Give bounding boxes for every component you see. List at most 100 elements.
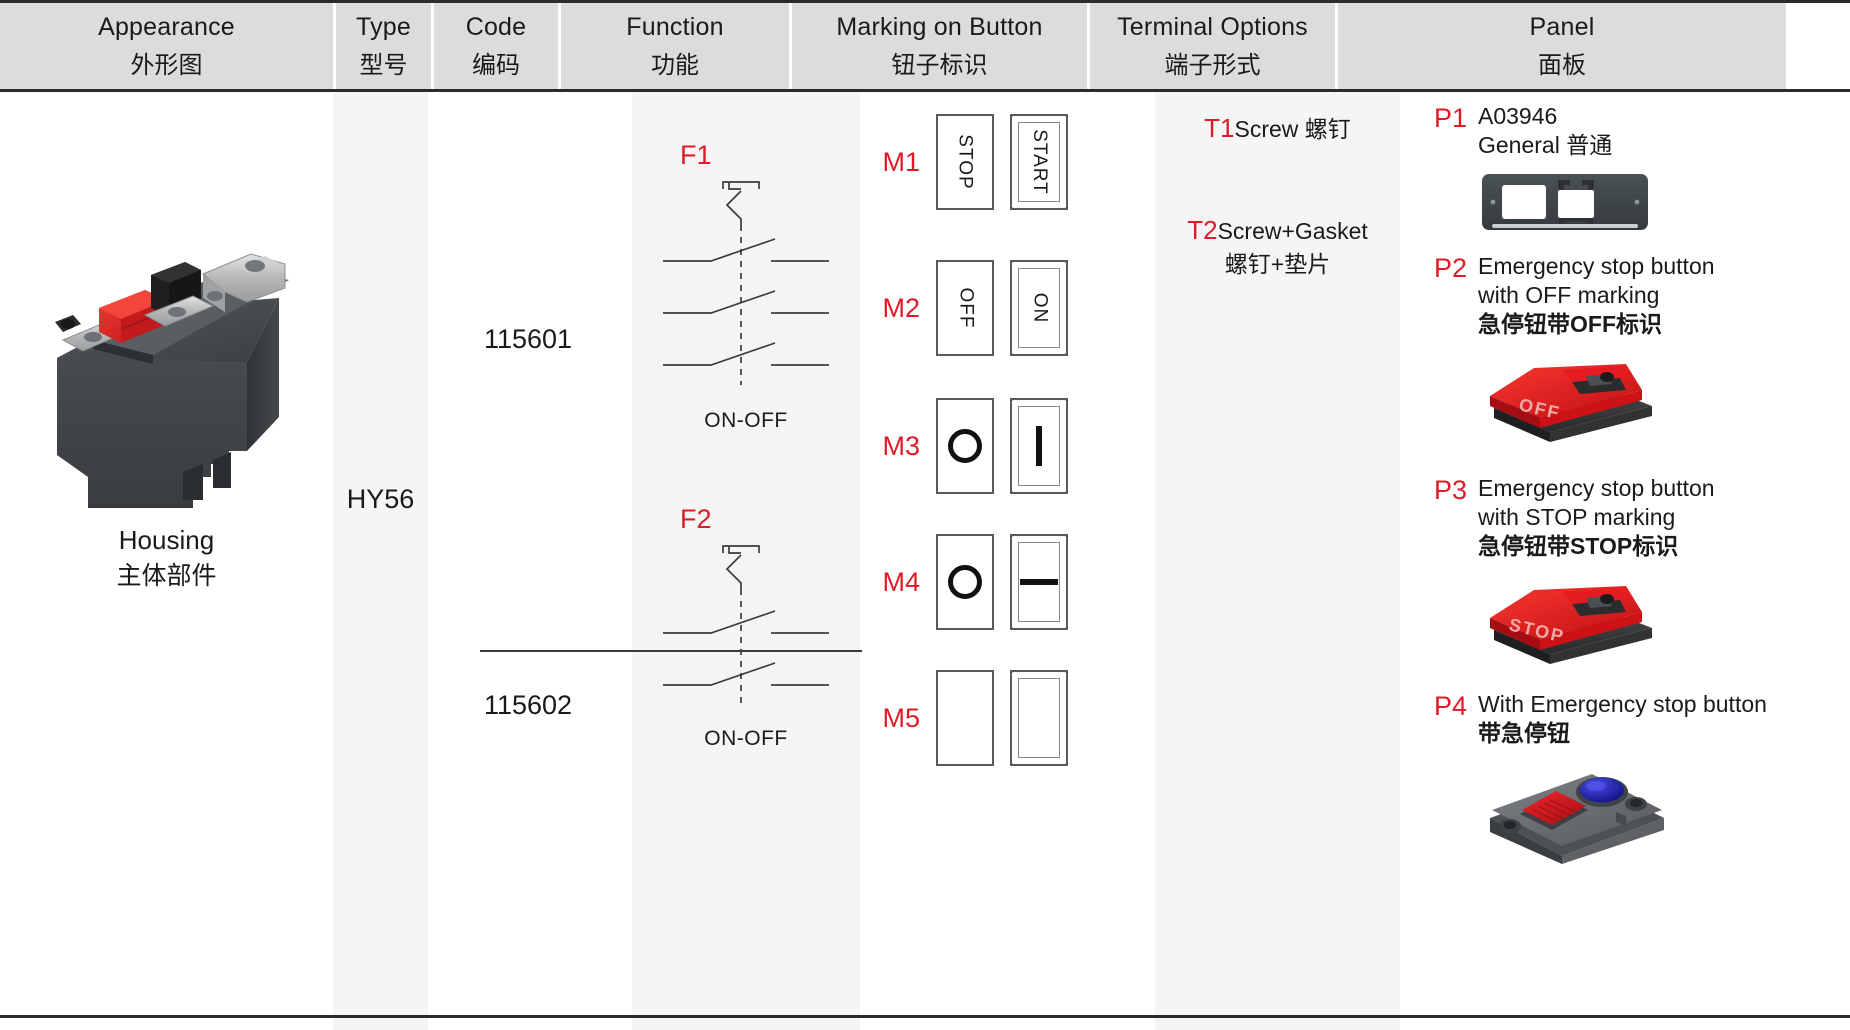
switch-housing-3d-render-icon (33, 212, 301, 508)
header-cn: 编码 (472, 51, 520, 79)
terminal-column-cell (1155, 92, 1400, 1030)
bar-vertical-i-icon (1036, 426, 1042, 466)
panel-tag-p1: P1 (1434, 103, 1468, 133)
appearance-caption: Housing 主体部件 (116, 522, 216, 594)
type-column-cell (333, 92, 428, 1030)
function-caption-f1: ON-OFF (704, 409, 788, 432)
appearance-label-cn: 主体部件 (116, 561, 217, 590)
button-pair-m3 (936, 398, 1068, 494)
column-header-code: Code 编码 (434, 3, 558, 89)
code-function-row-divider (480, 650, 862, 652)
button-left-m1: STOP (936, 114, 994, 210)
button-right-label-m1: START (1029, 129, 1050, 195)
panel-p1-line2: General 普通 (1478, 131, 1613, 158)
button-left-label-m2: OFF (955, 287, 976, 329)
terminal-text-t1: Screw 螺钉 (1234, 116, 1351, 142)
button-pair-m5 (936, 670, 1068, 766)
column-header-function: Function 功能 (561, 3, 789, 89)
header-cn: 外形图 (130, 51, 203, 79)
panel-entry-p4: P4 With Emergency stop button 带急停钮 (1434, 690, 1850, 864)
panel-entry-p2: P2 Emergency stop button with OFF markin… (1434, 252, 1850, 443)
button-right-m3 (1010, 398, 1068, 494)
header-cn: 面板 (1538, 51, 1586, 79)
header-cn: 钮子标识 (891, 51, 988, 79)
marking-row-m3: M3 (864, 398, 1155, 494)
code-value-1: 115601 (483, 324, 573, 354)
marking-column: M1 STOP START M2 OFF ON (864, 92, 1155, 1030)
column-header-appearance: Appearance 外形图 (0, 3, 333, 89)
panel-with-emergency-stop-button-icon (1476, 756, 1850, 864)
column-header-type: Type 型号 (336, 3, 431, 89)
panel-p2-line1: Emergency stop button (1478, 253, 1715, 279)
marking-tag-m2: M2 (882, 292, 920, 323)
button-left-m5 (936, 670, 994, 766)
table-body: Housing 主体部件 HY56 115601 115602 F1 (0, 92, 1850, 1030)
terminal-column: T1Screw 螺钉 T2Screw+Gasket 螺钉+垫片 (1155, 92, 1400, 1030)
emergency-stop-panel-stop-icon: STOP (1476, 568, 1850, 665)
panel-p3-line1: Emergency stop button (1478, 475, 1715, 501)
panel-p1-line1: A03946 (1478, 103, 1558, 129)
table-bottom-rule (0, 1015, 1850, 1018)
button-right-label-m2: ON (1029, 292, 1050, 324)
bar-horizontal-dash-icon (1020, 579, 1058, 585)
panel-entry-p1: P1 A03946 General 普通 (1434, 102, 1850, 242)
panel-p3-line2: with STOP marking (1478, 503, 1676, 530)
header-cn: 端子形式 (1164, 51, 1261, 79)
terminal-text-t2-line2: 螺钉+垫片 (1224, 251, 1331, 278)
panel-p2-line3: 急停钮带OFF标识 (1478, 310, 1662, 337)
button-pair-m2: OFF ON (936, 260, 1068, 356)
function-tag-f2: F2 (680, 504, 712, 534)
panel-tag-p2: P2 (1434, 253, 1468, 283)
terminal-tag-t2: T2 (1187, 215, 1218, 245)
panel-p4-line1: With Emergency stop button (1478, 691, 1767, 717)
button-left-m3 (936, 398, 994, 494)
column-header-marking: Marking on Button 钮子标识 (792, 3, 1087, 89)
marking-tag-m1: M1 (882, 146, 920, 177)
button-right-m5 (1010, 670, 1068, 766)
two-pole-on-off-switch-schematic-icon (632, 537, 860, 723)
column-header-panel: Panel 面板 (1338, 3, 1786, 89)
header-en: Code (465, 12, 527, 41)
marking-tag-m5: M5 (882, 702, 920, 733)
circle-o-icon (948, 429, 982, 463)
button-right-m4 (1010, 534, 1068, 630)
header-en: Function (626, 12, 724, 41)
appearance-label-en: Housing (118, 525, 215, 555)
button-left-label-m1: STOP (955, 134, 977, 190)
marking-row-m2: M2 OFF ON (864, 260, 1155, 356)
panel-tag-p4: P4 (1434, 691, 1468, 721)
panel-p4-line2: 带急停钮 (1478, 719, 1570, 746)
three-pole-on-off-switch-schematic-icon (632, 173, 860, 405)
button-right-m1: START (1010, 114, 1068, 210)
circle-o-icon (948, 565, 982, 599)
function-caption-f2: ON-OFF (704, 727, 788, 750)
function-tag-f1: F1 (680, 140, 712, 170)
emergency-stop-panel-off-icon: OFF (1476, 346, 1850, 443)
header-en: Terminal Options (1117, 12, 1308, 41)
header-en: Type (356, 12, 411, 41)
terminal-entry-t1: T1Screw 螺钉 (1155, 110, 1400, 146)
marking-tag-m3: M3 (882, 430, 920, 461)
header-en: Marking on Button (836, 12, 1043, 41)
header-en: Panel (1529, 12, 1595, 41)
marking-row-m5: M5 (864, 670, 1155, 766)
button-pair-m4 (936, 534, 1068, 630)
panel-column: P1 A03946 General 普通 (1404, 92, 1850, 1030)
table-header-row: Appearance 外形图 Type 型号 Code 编码 Function … (0, 0, 1850, 92)
function-entry-f1: F1 (632, 140, 860, 433)
header-cn: 型号 (359, 51, 408, 79)
code-column: 115601 115602 (428, 92, 628, 1030)
marking-tag-m4: M4 (882, 566, 920, 597)
type-value: HY56 (346, 484, 415, 514)
panel-p2-line2: with OFF marking (1478, 281, 1660, 308)
general-panel-plate-icon (1476, 168, 1850, 242)
panel-p3-line3: 急停钮带STOP标识 (1478, 532, 1679, 559)
function-column: F1 (632, 92, 860, 1030)
function-entry-f2: F2 (632, 504, 860, 751)
terminal-text-t2-line1: Screw+Gasket (1217, 218, 1368, 244)
panel-entry-p3: P3 Emergency stop button with STOP marki… (1434, 474, 1850, 665)
button-left-m2: OFF (936, 260, 994, 356)
appearance-column-cell: Housing 主体部件 (0, 92, 333, 1030)
header-cn: 功能 (651, 51, 699, 79)
